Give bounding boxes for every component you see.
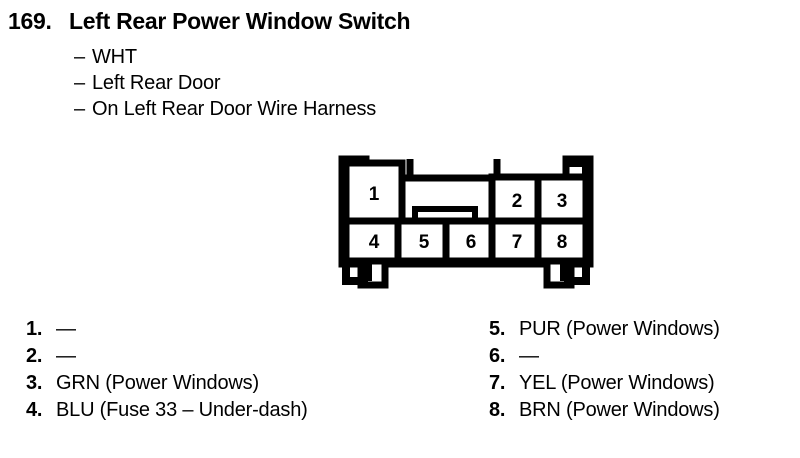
pin-number-2: 2 bbox=[512, 191, 523, 212]
entry-number: 169. bbox=[8, 8, 52, 34]
legend-index-3: 3. bbox=[26, 372, 43, 394]
legend-index-1: 1. bbox=[26, 318, 43, 340]
legend-value-4: BLU (Fuse 33 – Under-dash) bbox=[56, 399, 308, 421]
subtitle-text: WHT bbox=[92, 46, 137, 68]
pin-number-8: 8 bbox=[557, 232, 568, 253]
connector-pin-cell-7: 7 bbox=[488, 217, 546, 265]
connector-pin-cell-3: 3 bbox=[534, 173, 590, 229]
legend-value-2: — bbox=[56, 345, 76, 367]
subtitle-item-wire-color: –WHT bbox=[74, 44, 376, 70]
pin-number-7: 7 bbox=[512, 232, 523, 253]
dash-bullet-icon: – bbox=[74, 46, 85, 68]
legend-item-7: 7. YEL (Power Windows) bbox=[489, 370, 720, 397]
connector-pin-cell-8: 8 bbox=[534, 217, 590, 265]
legend-value-8: BRN (Power Windows) bbox=[519, 399, 720, 421]
pin-number-6: 6 bbox=[466, 232, 477, 253]
connector-pin-cell-4: 4 bbox=[342, 217, 406, 265]
legend-value-1: — bbox=[56, 318, 76, 340]
legend-column-right: 5. PUR (Power Windows) 6. — 7. YEL (Power W… bbox=[489, 316, 720, 424]
legend-item-4: 4. BLU (Fuse 33 – Under-dash) bbox=[26, 397, 308, 424]
legend-index-5: 5. bbox=[489, 318, 506, 340]
legend-value-5: PUR (Power Windows) bbox=[519, 318, 720, 340]
legend-index-6: 6. bbox=[489, 345, 506, 367]
legend-value-6: — bbox=[519, 345, 539, 367]
legend-value-7: YEL (Power Windows) bbox=[519, 372, 715, 394]
title-row: 169. Left Rear Power Window Switch bbox=[8, 8, 411, 35]
page-title: Left Rear Power Window Switch bbox=[69, 8, 411, 34]
subtitle-text: Left Rear Door bbox=[92, 72, 221, 94]
dash-bullet-icon: – bbox=[74, 72, 85, 94]
connector-diagram: 1 2 3 4 5 6 bbox=[337, 154, 595, 290]
connector-pin-cell-5: 5 bbox=[394, 217, 454, 265]
pin-number-5: 5 bbox=[419, 232, 430, 253]
connector-pin-cell-1: 1 bbox=[342, 159, 406, 229]
dash-bullet-icon: – bbox=[74, 98, 85, 120]
legend-item-2: 2. — bbox=[26, 343, 308, 370]
subtitle-list: –WHT –Left Rear Door –On Left Rear Door … bbox=[74, 44, 376, 122]
pin-number-1: 1 bbox=[369, 184, 380, 205]
legend-item-6: 6. — bbox=[489, 343, 720, 370]
subtitle-item-location: –Left Rear Door bbox=[74, 70, 376, 96]
legend-item-3: 3. GRN (Power Windows) bbox=[26, 370, 308, 397]
legend-value-3: GRN (Power Windows) bbox=[56, 372, 259, 394]
legend-index-2: 2. bbox=[26, 345, 43, 367]
pin-number-3: 3 bbox=[557, 191, 568, 212]
legend-index-7: 7. bbox=[489, 372, 506, 394]
legend-index-8: 8. bbox=[489, 399, 506, 421]
pin-number-4: 4 bbox=[369, 232, 380, 253]
legend-item-1: 1. — bbox=[26, 316, 308, 343]
legend-index-4: 4. bbox=[26, 399, 43, 421]
legend-item-5: 5. PUR (Power Windows) bbox=[489, 316, 720, 343]
pin-legend: 1. — 2. — 3. GRN (Power Windows) 4. BLU (Fus… bbox=[0, 316, 800, 446]
subtitle-item-harness: –On Left Rear Door Wire Harness bbox=[74, 96, 376, 122]
subtitle-text: On Left Rear Door Wire Harness bbox=[92, 98, 377, 120]
legend-item-8: 8. BRN (Power Windows) bbox=[489, 397, 720, 424]
legend-column-left: 1. — 2. — 3. GRN (Power Windows) 4. BLU (Fus… bbox=[26, 316, 308, 424]
